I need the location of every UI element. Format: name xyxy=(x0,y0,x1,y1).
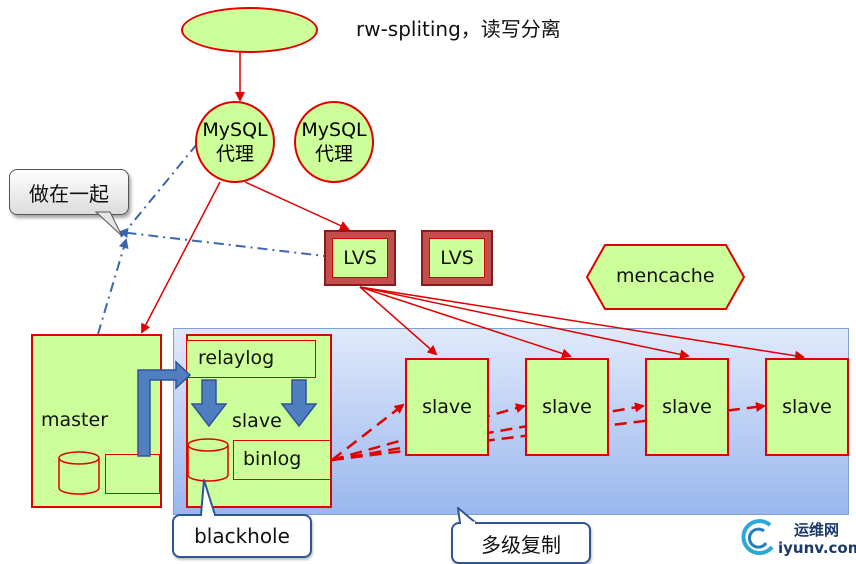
arrow-lvs-to-slave-2 xyxy=(359,286,572,359)
watermark-logo-icon xyxy=(741,519,774,556)
watermark-line2: iyunv.com xyxy=(778,539,856,557)
mysql-proxy-1: MySQL 代理 xyxy=(195,101,275,183)
arrow-binlog-to-slave-1 xyxy=(331,403,405,461)
lvs-box-1: LVS xyxy=(324,230,396,286)
lvs-label-2: LVS xyxy=(429,238,485,278)
middle-slave-label: slave xyxy=(232,410,282,432)
lvs-box-2: LVS xyxy=(421,230,493,286)
slave-box-4: slave xyxy=(765,358,849,456)
arrow-lvs-to-slave-4 xyxy=(359,286,805,361)
mencache-label: mencache xyxy=(616,265,715,287)
mysql-proxy-2-line2: 代理 xyxy=(314,143,353,165)
lvs-label-1: LVS xyxy=(332,238,388,278)
mysql-proxy-1-line2: 代理 xyxy=(215,143,254,165)
middle-slave-database-icon xyxy=(187,438,229,482)
client-ellipse xyxy=(181,7,318,53)
master-database-icon xyxy=(58,451,100,495)
slave-box-3: slave xyxy=(645,358,729,456)
master-label: master xyxy=(41,409,109,431)
slave-box-2: slave xyxy=(525,358,609,456)
link-proxy-together xyxy=(119,143,198,239)
relaylog-doc xyxy=(186,340,316,378)
link-lvs-together xyxy=(118,227,334,258)
watermark-line1: 运维网 xyxy=(794,521,840,539)
mysql-proxy-2: MySQL 代理 xyxy=(294,101,374,183)
slave-box-1: slave xyxy=(405,358,489,456)
callout-together: 做在一起 xyxy=(9,169,129,215)
relaylog-label: relaylog xyxy=(198,347,275,369)
mysql-proxy-1-line1: MySQL xyxy=(202,119,268,141)
page-title: rw-spliting，读写分离 xyxy=(356,17,561,41)
mencache-hexagon xyxy=(585,244,746,310)
multi-replication-label: 多级复制 xyxy=(451,522,591,564)
blackhole-label: blackhole xyxy=(172,514,312,558)
arrow-proxy-to-master xyxy=(141,181,221,334)
master-log-doc xyxy=(105,454,160,494)
arrow-proxy-to-lvs xyxy=(244,181,350,231)
mysql-proxy-2-line1: MySQL xyxy=(301,119,367,141)
link-master-together xyxy=(97,238,129,335)
arrow-lvs-to-slave-3 xyxy=(359,286,690,360)
binlog-label: binlog xyxy=(243,448,302,470)
binlog-doc xyxy=(233,440,331,480)
arrow-lvs-to-slave-1 xyxy=(359,286,438,356)
